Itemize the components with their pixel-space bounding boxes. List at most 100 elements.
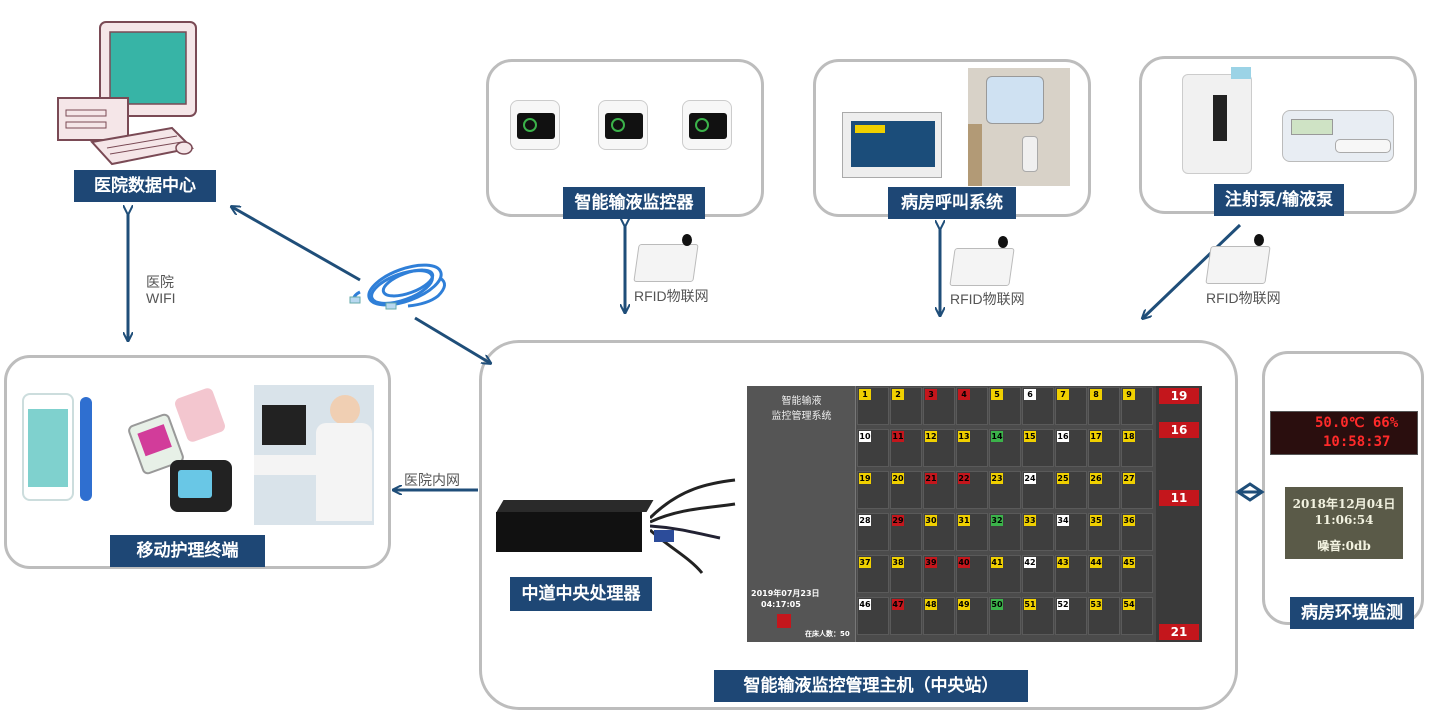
bed-cell-47: 47 — [890, 597, 922, 635]
rfid-arrow-3 — [1143, 223, 1242, 318]
bed-cell-5: 5 — [989, 387, 1021, 425]
bed-cell-48: 48 — [923, 597, 955, 635]
bed-cell-1: 1 — [857, 387, 889, 425]
rfid-reader-1-antenna — [682, 234, 692, 246]
bed-number: 33 — [1024, 515, 1036, 526]
bed-cell-44: 44 — [1088, 555, 1120, 593]
call-panel-screen — [842, 112, 942, 178]
bed-number: 41 — [991, 557, 1003, 568]
bed-number: 22 — [958, 473, 970, 484]
bed-cell-3: 3 — [923, 387, 955, 425]
bed-cell-8: 8 — [1088, 387, 1120, 425]
bed-number: 36 — [1123, 515, 1135, 526]
bed-label-3: 21 — [1159, 624, 1199, 640]
bed-cell-17: 17 — [1088, 429, 1120, 467]
bed-cell-42: 42 — [1022, 555, 1054, 593]
processor-cables-icon — [650, 478, 736, 574]
bed-cell-16: 16 — [1055, 429, 1087, 467]
bed-number: 23 — [991, 473, 1003, 484]
bed-number: 16 — [1057, 431, 1069, 442]
bed-cell-41: 41 — [989, 555, 1021, 593]
bed-cell-31: 31 — [956, 513, 988, 551]
rfid-reader-1 — [633, 244, 699, 282]
bed-cell-25: 25 — [1055, 471, 1087, 509]
env-link-diamond — [1235, 482, 1265, 502]
bed-number: 53 — [1090, 599, 1102, 610]
smartphone-device — [22, 393, 74, 501]
bed-number: 25 — [1057, 473, 1069, 484]
bed-number: 40 — [958, 557, 970, 568]
bed-number: 20 — [892, 473, 904, 484]
bed-cell-52: 52 — [1055, 597, 1087, 635]
env-date: 2018年12月04日 — [1292, 497, 1396, 511]
bed-cell-21: 21 — [923, 471, 955, 509]
bed-cell-46: 46 — [857, 597, 889, 635]
bed-number: 17 — [1090, 431, 1102, 442]
bed-cell-14: 14 — [989, 429, 1021, 467]
call-wall-unit — [968, 68, 1070, 186]
infusion-monitor-device-2 — [598, 100, 648, 150]
bed-number: 47 — [892, 599, 904, 610]
bed-number: 2 — [892, 389, 904, 400]
rfid-reader-3 — [1205, 246, 1271, 284]
bed-number: 50 — [991, 599, 1003, 610]
bed-cell-15: 15 — [1022, 429, 1054, 467]
bed-cell-33: 33 — [1022, 513, 1054, 551]
infusion-monitor-device-3 — [682, 100, 732, 150]
wifi-label-line2: WIFI — [146, 290, 176, 306]
bed-number: 11 — [892, 431, 904, 442]
monitoring-dashboard: 智能输液 监控管理系统 2019年07月23日 04:17:05 在床人数：50… — [747, 386, 1202, 642]
bed-number: 18 — [1123, 431, 1135, 442]
bed-number: 21 — [925, 473, 937, 484]
infusion-monitor-label: 智能输液监控器 — [563, 187, 705, 219]
bed-number: 24 — [1024, 473, 1036, 484]
bed-number: 10 — [859, 431, 871, 442]
bed-cell-37: 37 — [857, 555, 889, 593]
bed-cell-27: 27 — [1121, 471, 1153, 509]
bed-label-0: 19 — [1159, 388, 1199, 404]
bed-number: 49 — [958, 599, 970, 610]
rfid-label-1: RFID物联网 — [634, 288, 709, 304]
dashboard-time: 04:17:05 — [761, 600, 801, 609]
bed-number: 31 — [958, 515, 970, 526]
mobile-terminal-label: 移动护理终端 — [110, 535, 265, 567]
bed-cell-32: 32 — [989, 513, 1021, 551]
bed-number: 14 — [991, 431, 1003, 442]
env-led-display: 50.0℃ 66% 10:58:37 — [1270, 411, 1418, 455]
bed-number: 19 — [859, 473, 871, 484]
bed-cell-4: 4 — [956, 387, 988, 425]
bed-number: 27 — [1123, 473, 1135, 484]
ward-call-label: 病房呼叫系统 — [888, 187, 1016, 219]
wifi-label-line1: 医院 — [146, 274, 174, 290]
bed-number: 7 — [1057, 389, 1069, 400]
network-arrow-upper — [232, 207, 361, 282]
infusion-monitor-device-1 — [510, 100, 560, 150]
computer-icon — [57, 21, 197, 166]
bed-cell-30: 30 — [923, 513, 955, 551]
bed-cell-35: 35 — [1088, 513, 1120, 551]
bed-number: 6 — [1024, 389, 1036, 400]
bed-number: 30 — [925, 515, 937, 526]
pump-label: 注射泵/输液泵 — [1214, 184, 1344, 216]
bed-number: 39 — [925, 557, 937, 568]
intranet-label: 医院内网 — [404, 472, 460, 488]
bed-cell-34: 34 — [1055, 513, 1087, 551]
bed-number: 9 — [1123, 389, 1135, 400]
bed-cell-20: 20 — [890, 471, 922, 509]
central-processor-label: 中道中央处理器 — [510, 577, 652, 611]
bed-number: 43 — [1057, 557, 1069, 568]
rfid-reader-2 — [949, 248, 1015, 286]
rfid-reader-3-antenna — [1254, 234, 1264, 246]
dashboard-sidebar: 智能输液 监控管理系统 2019年07月23日 04:17:05 在床人数：50 — [747, 386, 856, 642]
bed-label-2: 11 — [1159, 490, 1199, 506]
bed-cell-51: 51 — [1022, 597, 1054, 635]
bed-cell-7: 7 — [1055, 387, 1087, 425]
network-cable-icon — [352, 263, 446, 308]
dashboard-date: 2019年07月23日 — [751, 589, 820, 598]
bed-label-1: 16 — [1159, 422, 1199, 438]
processor-box — [496, 500, 654, 552]
bed-number: 38 — [892, 557, 904, 568]
bed-cell-36: 36 — [1121, 513, 1153, 551]
bed-cell-45: 45 — [1121, 555, 1153, 593]
bed-cell-10: 10 — [857, 429, 889, 467]
